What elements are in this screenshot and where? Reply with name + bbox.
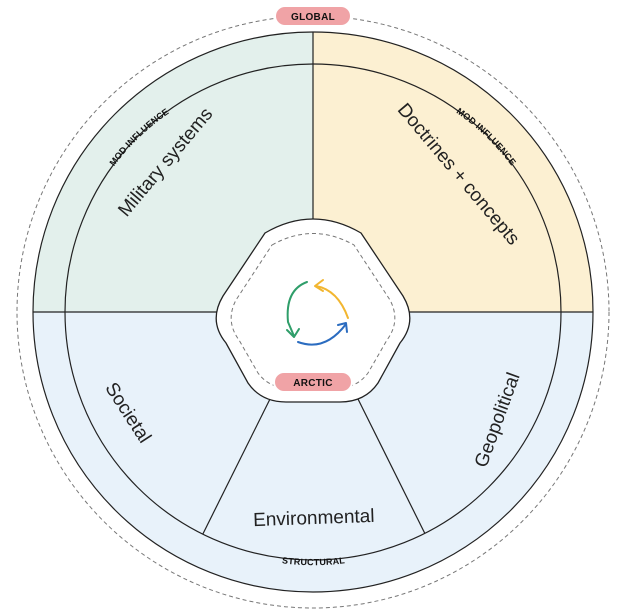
structural-label: STRUCTURAL [282,555,346,567]
doctrines-concepts-quadrant [313,32,593,312]
environmental-label: Environmental [253,506,375,531]
structural-half [33,312,593,592]
global-tag-text: GLOBAL [291,12,335,23]
global-tag: GLOBAL [274,5,352,27]
arctic-tag: ARCTIC [273,371,353,393]
arctic-tag-text: ARCTIC [293,378,333,389]
military-systems-quadrant [33,32,313,312]
center-hub [215,218,411,403]
center-hub-dashed-outline [230,233,396,389]
cycle-arrows-icon [286,279,349,346]
